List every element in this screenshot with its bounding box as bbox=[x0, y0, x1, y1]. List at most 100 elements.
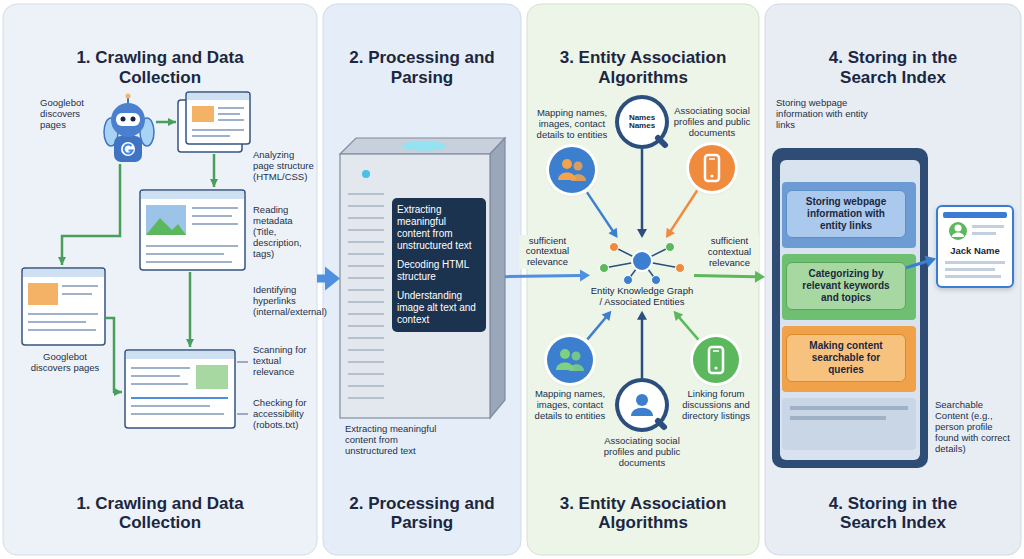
web-page bbox=[131, 405, 210, 407]
server-unit bbox=[348, 217, 384, 219]
server-unit bbox=[362, 170, 370, 178]
panel-ground bbox=[323, 4, 521, 555]
crawler-bot bbox=[121, 117, 126, 122]
web-page bbox=[28, 321, 86, 323]
web-page bbox=[62, 293, 92, 295]
index-cabinet bbox=[780, 160, 920, 460]
arrow-head bbox=[580, 269, 590, 281]
tab-text: Making content searchable for queries bbox=[794, 340, 898, 376]
crawler-bot bbox=[126, 94, 131, 99]
stage-panel: 3. Entity Association Algorithms3. Entit… bbox=[527, 4, 759, 555]
entity-icon bbox=[658, 421, 664, 427]
web-page bbox=[146, 218, 186, 235]
crawler-bot bbox=[111, 103, 145, 137]
entity-icon bbox=[619, 382, 665, 428]
web-page bbox=[146, 261, 232, 263]
callout-label: Analyzing page structure (HTML/CSS) bbox=[253, 150, 315, 183]
server-unit bbox=[340, 138, 505, 154]
server-unit bbox=[340, 154, 490, 418]
entity-icon bbox=[572, 352, 581, 361]
callout-label: Storing webpage information with entity … bbox=[776, 98, 871, 131]
web-page bbox=[28, 313, 98, 315]
server-unit bbox=[348, 253, 384, 255]
entity-icon bbox=[549, 147, 595, 193]
arrow-head bbox=[608, 228, 617, 238]
edge-label: sufficient contextual relevance bbox=[519, 235, 577, 270]
entity-icon: Linking forum discussions and directory … bbox=[693, 337, 739, 383]
process-step: Understanding image alt text and context bbox=[397, 290, 481, 326]
web-page bbox=[131, 397, 228, 399]
profile-card bbox=[945, 261, 1005, 264]
tab-text: Storing webpage information with entity … bbox=[794, 196, 898, 232]
web-page bbox=[22, 268, 105, 345]
callout-label: Googlebot discovers pages bbox=[40, 98, 102, 131]
leader-line bbox=[237, 361, 248, 362]
server-unit bbox=[348, 349, 384, 351]
profile-card bbox=[943, 212, 1007, 242]
web-page bbox=[192, 129, 244, 131]
entity-icon bbox=[709, 347, 723, 373]
web-page bbox=[192, 207, 238, 209]
web-page bbox=[218, 113, 240, 115]
connector-arrow bbox=[906, 256, 936, 268]
arrow-head bbox=[637, 229, 647, 238]
callout-label: Searchable Content (e.g., person profile… bbox=[935, 400, 1017, 455]
stage-title: 4. Storing in the Search Index bbox=[801, 48, 986, 87]
connector-arrow bbox=[666, 191, 697, 238]
entity-caption: Mapping names, images, contact details t… bbox=[530, 108, 614, 141]
folder-tab: Storing webpage information with entity … bbox=[786, 190, 906, 238]
connector-line bbox=[317, 275, 326, 283]
hub-caption: Entity Knowledge Graph / Associated Enti… bbox=[590, 284, 694, 311]
stage-title: 1. Crawling and Data Collection bbox=[73, 48, 248, 87]
entity-icon bbox=[713, 350, 719, 352]
callout-label: Scanning for textual relevance bbox=[253, 345, 315, 378]
crawl-path bbox=[62, 164, 120, 265]
arrow-head bbox=[673, 311, 683, 321]
server-unit bbox=[348, 193, 384, 195]
entity-caption: Linking forum discussions and directory … bbox=[678, 389, 754, 422]
callout-label: Identifying hyperlinks (internal/externa… bbox=[253, 285, 315, 318]
web-page bbox=[192, 223, 238, 225]
entity-icon bbox=[547, 337, 593, 383]
connector-line bbox=[906, 261, 927, 268]
crawler-bot bbox=[121, 142, 135, 156]
server-unit bbox=[348, 241, 384, 243]
panel-ground bbox=[3, 4, 1021, 555]
index-cabinet bbox=[790, 416, 886, 420]
index-cabinet bbox=[782, 398, 916, 450]
server-unit bbox=[348, 277, 384, 279]
server-unit bbox=[348, 205, 384, 207]
server-unit bbox=[348, 385, 384, 387]
web-page bbox=[196, 365, 228, 389]
web-page bbox=[192, 106, 214, 122]
connector-arrow bbox=[317, 267, 340, 291]
web-page bbox=[28, 329, 96, 331]
web-page bbox=[192, 135, 230, 137]
web-page bbox=[23, 269, 104, 277]
arrow-head bbox=[325, 267, 340, 291]
arrow-head bbox=[666, 228, 675, 238]
server-unit bbox=[348, 289, 384, 291]
connector-line bbox=[679, 317, 699, 340]
web-page bbox=[146, 205, 186, 235]
data-stream bbox=[409, 94, 412, 138]
server-unit bbox=[402, 141, 446, 151]
index-cabinet bbox=[782, 326, 916, 392]
arrow-head bbox=[755, 271, 765, 283]
profile-card bbox=[972, 232, 996, 235]
server-unit bbox=[348, 265, 384, 267]
connector-arrow bbox=[673, 311, 698, 340]
entity-icon bbox=[631, 408, 653, 416]
connector-line bbox=[505, 275, 581, 276]
server-unit: Extracting meaningful content from unstr… bbox=[340, 138, 505, 418]
entity-icon bbox=[569, 364, 584, 371]
entity-icon: Associating social profiles and public d… bbox=[619, 382, 665, 428]
folder-tab: Categorizing by relevant keywords and to… bbox=[786, 262, 906, 310]
crawler-bot bbox=[124, 145, 133, 154]
process-step: Extracting meaningful content from unstr… bbox=[397, 204, 481, 252]
panel-ground bbox=[765, 4, 1021, 555]
leader-line bbox=[237, 362, 248, 414]
stage-title: 3. Entity Association Algorithms bbox=[536, 48, 751, 87]
entity-caption: Associating social profiles and public d… bbox=[600, 436, 684, 469]
